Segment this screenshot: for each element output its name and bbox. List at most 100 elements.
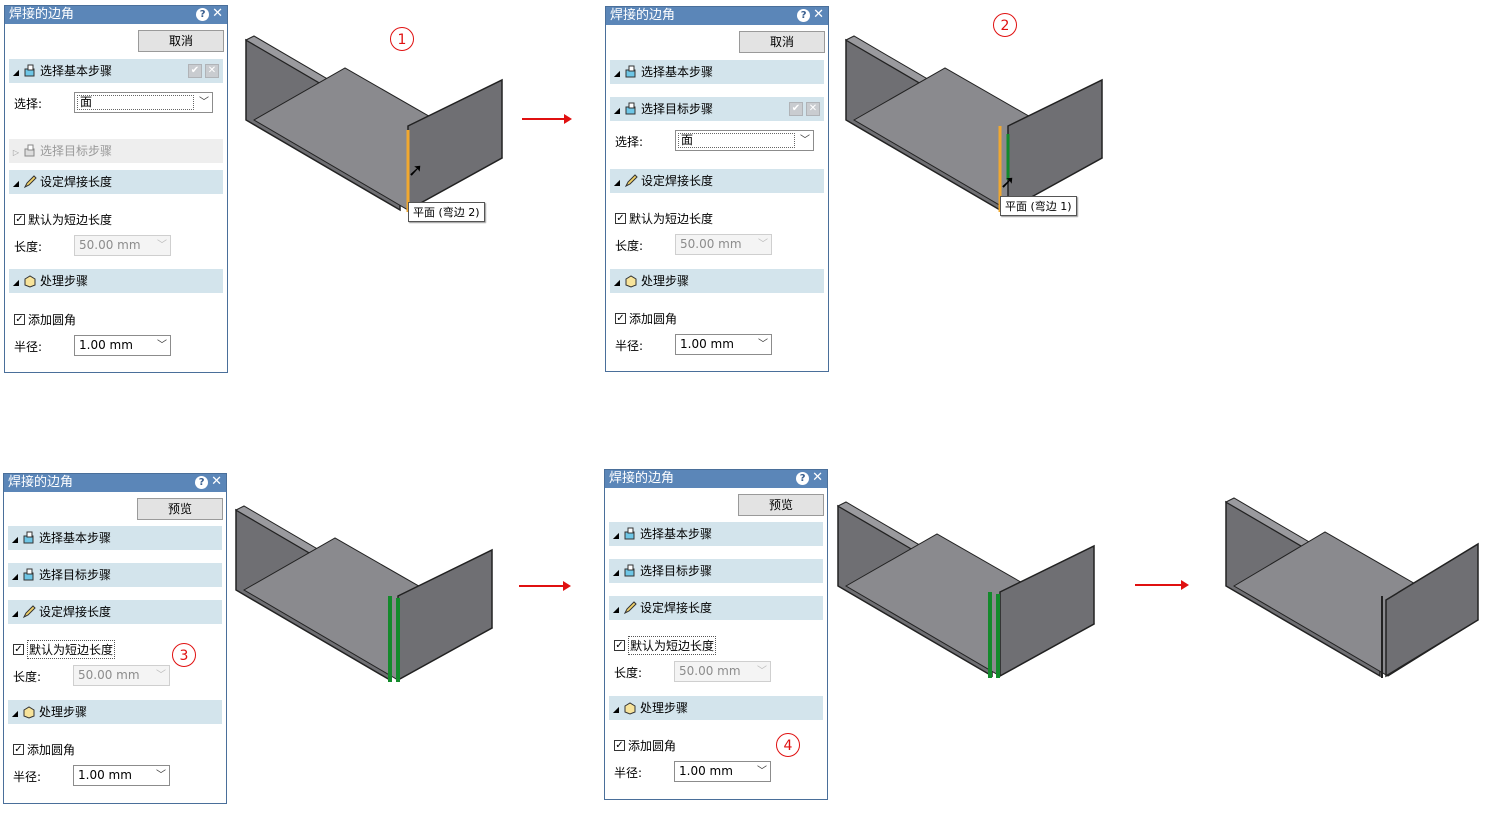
close-icon[interactable]: ✕ <box>212 6 223 21</box>
checkbox-label: 默认为短边长度 <box>27 640 116 659</box>
close-icon[interactable]: ✕ <box>812 470 823 485</box>
model-flange-face[interactable] <box>1385 542 1479 678</box>
preview-button[interactable]: 预览 <box>738 494 824 516</box>
cancel-button[interactable]: 取消 <box>739 31 825 53</box>
section-label: 选择目标步骤 <box>641 102 714 116</box>
base-step-icon <box>24 64 35 77</box>
section-label: 选择目标步骤 <box>40 144 113 158</box>
radius-combo[interactable]: 1.00 mm﹀ <box>73 765 170 786</box>
clear-icon[interactable]: ✕ <box>205 64 219 78</box>
help-icon[interactable]: ? <box>195 475 209 489</box>
default-short-checkbox[interactable]: ✓默认为短边长度 <box>14 211 112 228</box>
clear-icon[interactable]: ✕ <box>806 102 820 116</box>
select-combo[interactable]: 面﹀ <box>74 92 213 113</box>
close-icon[interactable]: ✕ <box>211 474 222 489</box>
section-process-step[interactable]: ◢处理步骤 <box>9 269 223 293</box>
collapse-triangle-icon: ◢ <box>613 69 621 78</box>
cursor-icon: ➚ <box>1000 172 1016 193</box>
select-value: 面 <box>77 95 194 110</box>
length-value: 50.00 mm <box>679 664 741 678</box>
collapse-triangle-icon: ◢ <box>12 179 20 188</box>
collapse-triangle-icon: ◢ <box>11 572 19 581</box>
sheet-metal-model-final[interactable] <box>1220 496 1486 686</box>
help-icon[interactable]: ? <box>796 471 810 485</box>
checkbox-label: 添加圆角 <box>629 312 678 326</box>
length-label: 长度: <box>14 240 43 254</box>
sheet-metal-model-2[interactable] <box>840 30 1110 220</box>
section-weld-length[interactable]: ◢设定焊接长度 <box>609 596 823 620</box>
collapse-triangle-icon: ◢ <box>11 609 19 618</box>
collapse-triangle-icon: ◢ <box>612 531 620 540</box>
default-short-checkbox[interactable]: ✓默认为短边长度 <box>614 636 717 655</box>
panel-title-bar: 焊接的边角 ?✕ <box>606 7 828 25</box>
radius-value: 1.00 mm <box>679 764 733 778</box>
collapse-triangle-icon: ◢ <box>612 705 620 714</box>
section-process-step[interactable]: ◢处理步骤 <box>609 696 823 720</box>
help-icon[interactable]: ? <box>196 7 210 21</box>
checkbox-checked-icon: ✓ <box>615 213 626 224</box>
checkbox-checked-icon: ✓ <box>14 214 25 225</box>
model-flange-face[interactable] <box>397 548 493 682</box>
radius-combo[interactable]: 1.00 mm﹀ <box>675 334 772 355</box>
panel-title: 焊接的边角 <box>9 7 75 22</box>
chevron-down-icon: ﹀ <box>758 339 768 350</box>
process-step-icon <box>23 706 35 719</box>
pencil-icon <box>22 605 36 619</box>
default-short-checkbox[interactable]: ✓默认为短边长度 <box>615 210 713 227</box>
section-weld-length[interactable]: ◢设定焊接长度 <box>8 600 222 624</box>
cursor-icon: ➚ <box>408 160 424 181</box>
model-flange-face[interactable] <box>999 544 1095 678</box>
add-fillet-checkbox[interactable]: ✓添加圆角 <box>13 741 75 758</box>
help-icon[interactable]: ? <box>797 8 811 22</box>
section-weld-length[interactable]: ◢设定焊接长度 <box>9 170 223 194</box>
section-target-step[interactable]: ◢选择目标步骤 ✔✕ <box>610 97 824 121</box>
preview-button[interactable]: 预览 <box>137 498 223 520</box>
section-base-step[interactable]: ◢选择基本步骤 <box>609 522 823 546</box>
length-value: 50.00 mm <box>79 238 141 252</box>
checkbox-checked-icon: ✓ <box>614 740 625 751</box>
section-target-step[interactable]: ◢选择目标步骤 <box>8 563 222 587</box>
section-process-step[interactable]: ◢ 处理步骤 <box>610 269 824 293</box>
default-short-checkbox[interactable]: ✓默认为短边长度 <box>13 640 116 659</box>
section-label: 处理步骤 <box>40 274 89 288</box>
collapse-triangle-icon: ◢ <box>613 278 621 287</box>
confirm-icon[interactable]: ✔ <box>188 64 202 78</box>
cancel-button[interactable]: 取消 <box>138 30 224 52</box>
select-combo[interactable]: 面﹀ <box>675 130 814 151</box>
process-step-icon <box>24 275 36 288</box>
collapse-triangle-icon: ◢ <box>12 68 20 77</box>
section-base-step[interactable]: ◢ 选择基本步骤 ✔✕ <box>9 59 223 83</box>
section-label: 选择基本步骤 <box>39 531 112 545</box>
section-base-step[interactable]: ◢ 选择基本步骤 <box>610 60 824 84</box>
confirm-icon[interactable]: ✔ <box>789 102 803 116</box>
section-label: 选择基本步骤 <box>40 64 113 78</box>
model-flange-face[interactable] <box>407 78 503 212</box>
collapse-triangle-icon: ◢ <box>612 568 620 577</box>
expand-triangle-icon: ▷ <box>12 148 20 157</box>
sheet-metal-model-3[interactable] <box>230 500 500 690</box>
section-target-step[interactable]: ◢ 选择目标步骤 <box>609 559 823 583</box>
panel-title: 焊接的边角 <box>8 475 74 490</box>
add-fillet-checkbox[interactable]: ✓添加圆角 <box>615 310 677 327</box>
add-fillet-checkbox[interactable]: ✓添加圆角 <box>614 737 676 754</box>
model-flange-face[interactable] <box>1007 78 1103 212</box>
collapse-triangle-icon: ◢ <box>11 709 19 718</box>
section-label: 处理步骤 <box>641 274 690 288</box>
select-label: 选择: <box>615 135 644 149</box>
section-label: 选择目标步骤 <box>640 564 713 578</box>
add-fillet-checkbox[interactable]: ✓添加圆角 <box>14 311 76 328</box>
sheet-metal-model-4[interactable] <box>832 496 1102 686</box>
sheet-metal-model-1[interactable] <box>240 30 510 220</box>
section-process-step[interactable]: ◢处理步骤 <box>8 700 222 724</box>
section-base-step[interactable]: ◢选择基本步骤 <box>8 526 222 550</box>
checkbox-label: 默认为短边长度 <box>629 212 714 226</box>
flow-arrow <box>522 114 572 124</box>
radius-combo[interactable]: 1.00 mm﹀ <box>674 761 771 782</box>
section-label: 选择基本步骤 <box>641 65 714 79</box>
section-target-step[interactable]: ▷ 选择目标步骤 <box>9 139 223 163</box>
radius-combo[interactable]: 1.00 mm﹀ <box>74 335 171 356</box>
length-value: 50.00 mm <box>680 237 742 251</box>
section-weld-length[interactable]: ◢设定焊接长度 <box>610 169 824 193</box>
close-icon[interactable]: ✕ <box>813 7 824 22</box>
select-label: 选择: <box>14 97 43 111</box>
